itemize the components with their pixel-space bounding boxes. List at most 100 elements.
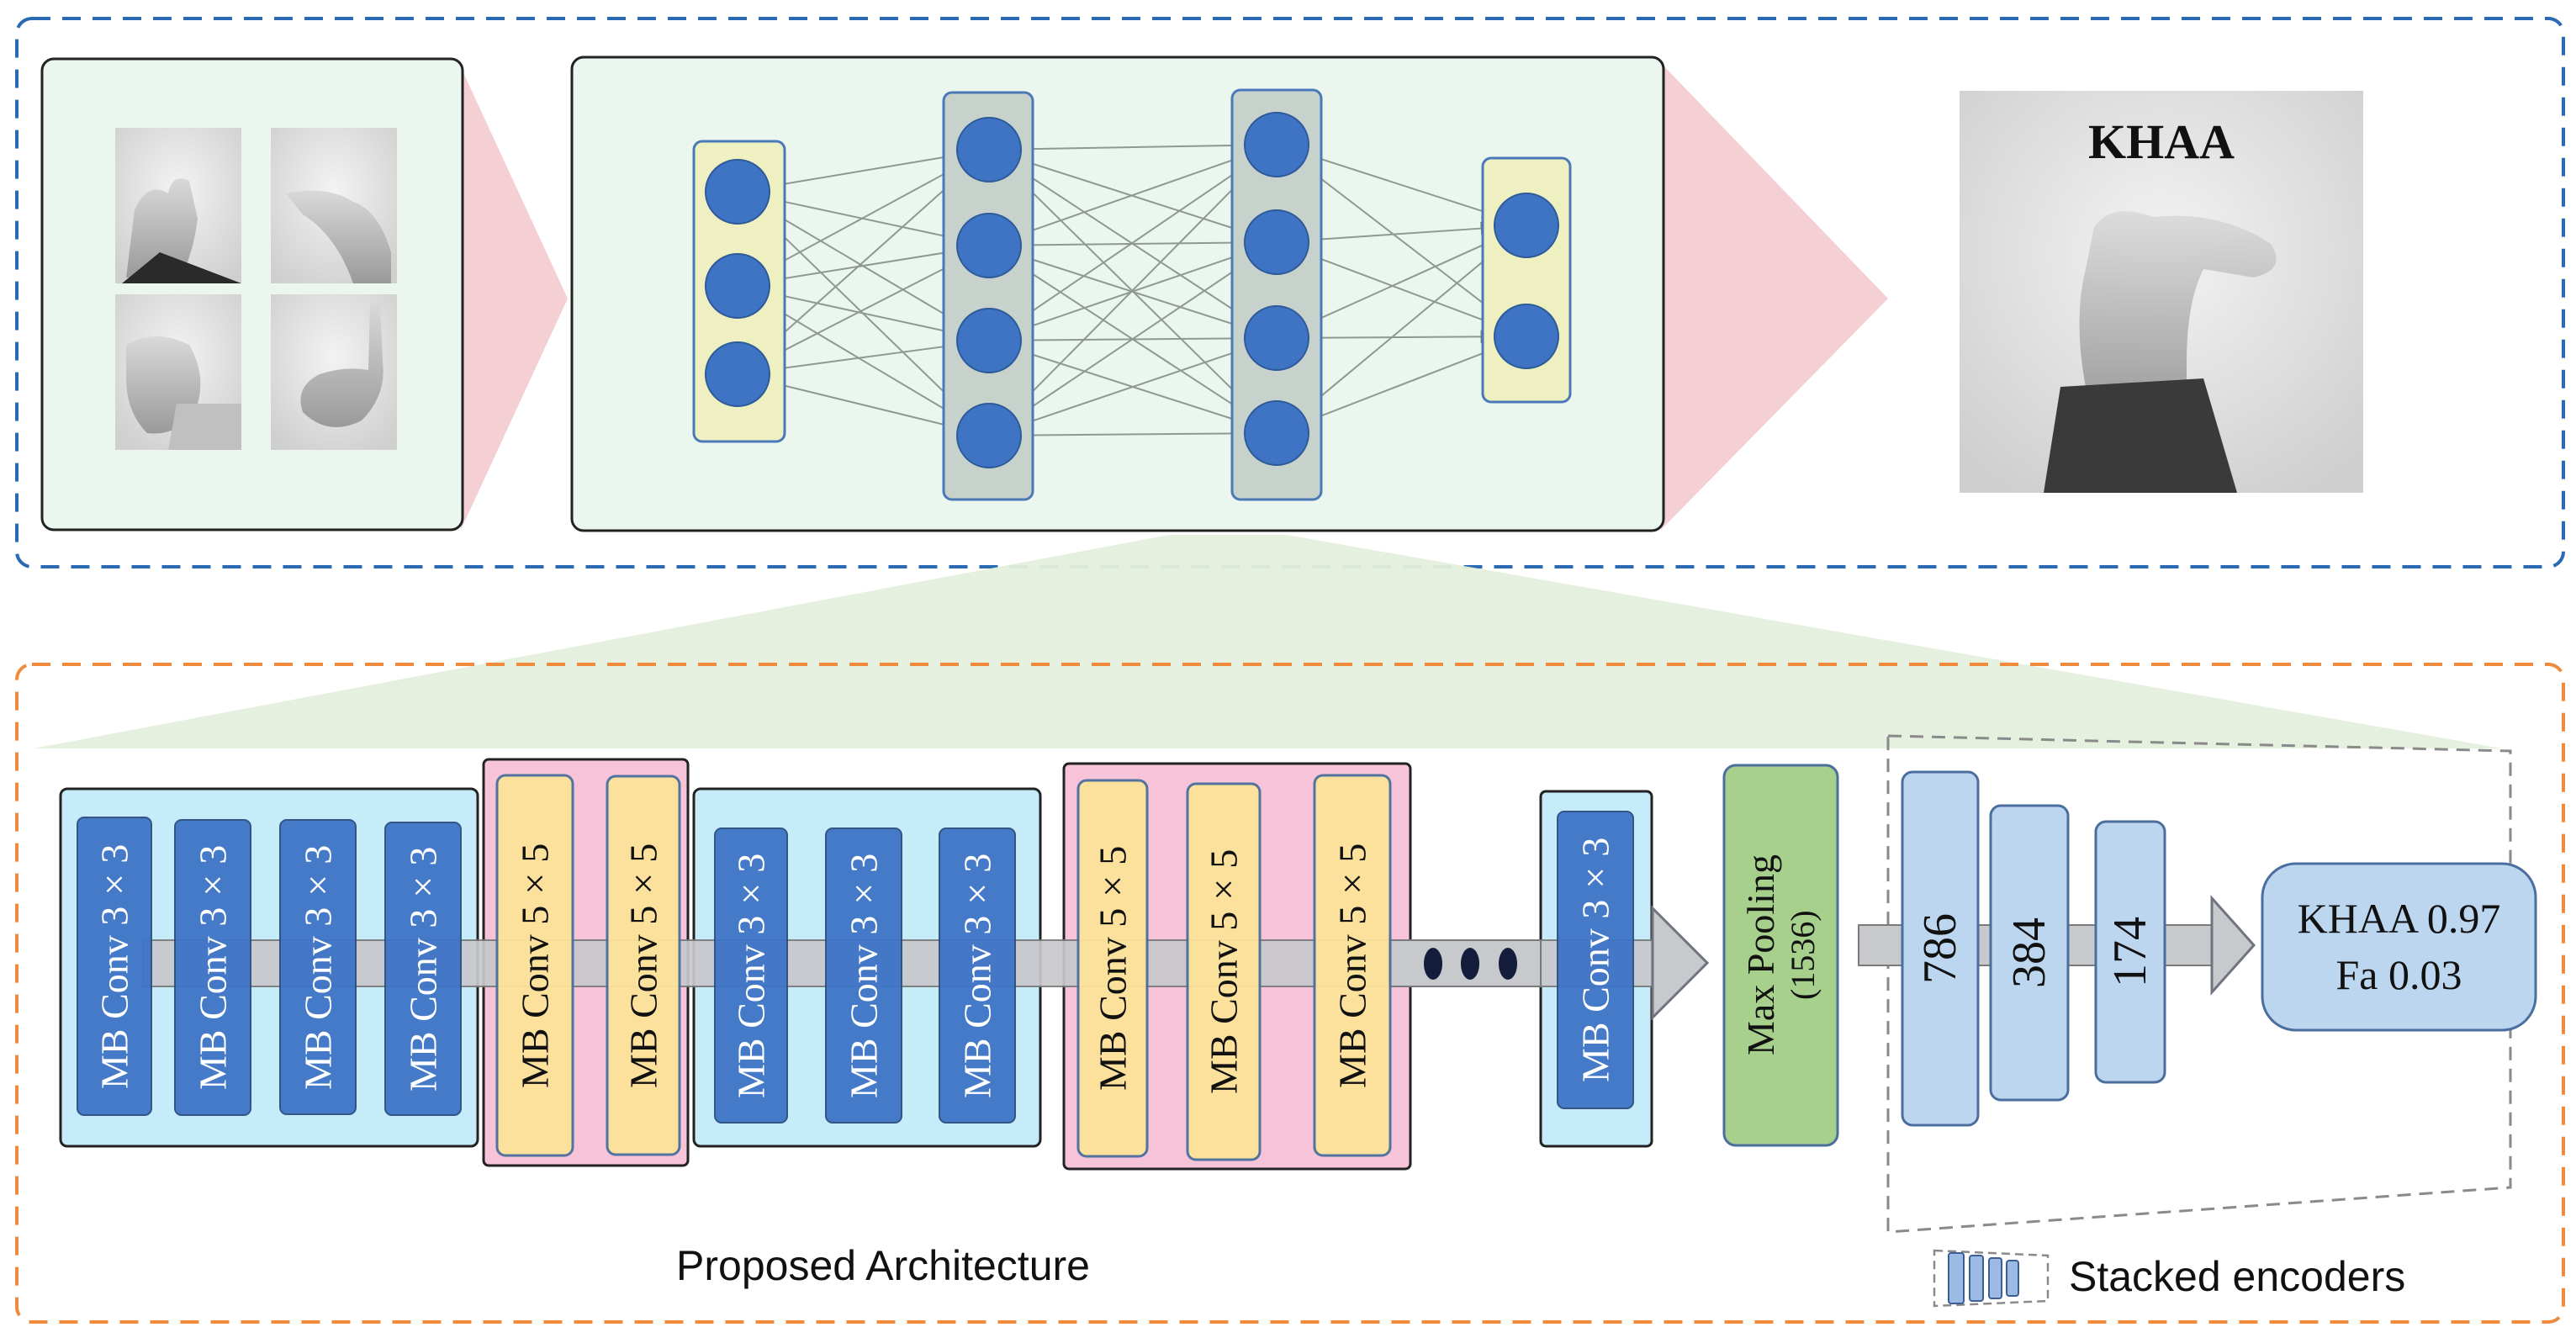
mb-conv-5x5-label: MB Conv 5×5 (622, 843, 665, 1088)
stacked-encoders-label: Stacked encoders (2069, 1253, 2406, 1300)
nn-node (1494, 304, 1559, 369)
nn-edge (1011, 167, 1255, 414)
nn-node (956, 117, 1022, 182)
sign-image-1 (115, 128, 241, 283)
sign-image-3 (115, 294, 241, 450)
encoder-value: 384 (2003, 917, 2055, 988)
ellipsis-dot (1499, 948, 1517, 980)
nn-node (705, 341, 770, 407)
nn-hidden-layer-1 (942, 91, 1034, 501)
max-pooling-label: Max Pooling (1536) (1724, 765, 1838, 1145)
encoder-arrow-head (2210, 895, 2256, 996)
mb-conv-3x3-block (279, 819, 357, 1115)
mb-conv-5x5-label: MB Conv 5×5 (1330, 843, 1374, 1088)
mb-conv-3x3-block (77, 817, 152, 1116)
encoder-value: 786 (1914, 913, 1966, 984)
nn-node (1244, 400, 1309, 466)
mb-conv-3x3-label: MB Conv 3×3 (842, 853, 886, 1098)
pipeline-arrowhead (1651, 905, 1710, 1021)
encoder-786 (1901, 770, 1980, 1127)
sign-image-2 (271, 128, 397, 283)
nn-nodes (705, 112, 1559, 468)
mb-conv-3x3-block (174, 819, 251, 1116)
nn-node (1244, 209, 1309, 275)
prediction-line-1: KHAA 0.97 (2297, 894, 2501, 942)
mb-conv-5x5-block (1313, 774, 1392, 1157)
nn-node (1494, 193, 1559, 258)
nn-edges (759, 138, 1502, 441)
nn-node (956, 308, 1022, 373)
nn-edge (769, 246, 958, 282)
input-images-panel (40, 57, 464, 531)
mb-conv-5x5-block (1076, 779, 1149, 1158)
output-word: KHAA (2088, 114, 2235, 169)
max-pooling-size: (1536) (1783, 910, 1822, 1001)
nn-edge (1306, 346, 1497, 423)
nn-node (1244, 112, 1309, 177)
nn-edge (1306, 252, 1497, 327)
encoder-174 (2094, 820, 2166, 1084)
mb-conv-3x3-block (1557, 811, 1634, 1109)
encoder-value: 174 (2104, 917, 2156, 987)
expansion-highlight (34, 535, 2502, 748)
nn-edge (768, 292, 958, 338)
encoder-funnel (1886, 734, 2512, 1234)
nn-edge (1018, 153, 1246, 236)
stacked-encoders-legend-icon (1933, 1249, 2050, 1308)
mb-conv-3x3-label: MB Conv 3×3 (191, 844, 235, 1091)
mb-conv-3x3-block (939, 827, 1016, 1124)
nn-edge (1014, 162, 1251, 324)
nn-edge (1308, 330, 1494, 344)
nn-edge (765, 260, 960, 361)
mb-conv-5x5-block (1186, 782, 1262, 1161)
nn-edge (1014, 260, 1251, 419)
nn-edge (1308, 221, 1494, 241)
nn-edge (769, 151, 958, 188)
prediction-box (2261, 862, 2537, 1032)
nn-edge (1018, 346, 1246, 426)
proposed-architecture-label: Proposed Architecture (676, 1242, 1090, 1289)
mb-conv-3x3-block (825, 827, 902, 1124)
nn-edge (768, 381, 958, 431)
connector-1 (461, 67, 568, 530)
nn-edge (764, 165, 961, 272)
mb-conv-3x3-label: MB Conv 3×3 (729, 853, 773, 1098)
encoder-384 (1989, 804, 2070, 1102)
prediction-text: KHAA 0.97 Fa 0.03 (2262, 864, 2536, 1030)
output-image (1960, 91, 2363, 493)
nn-edge (1301, 163, 1501, 317)
nn-edge (760, 171, 965, 354)
mb-conv-5x5-label: MB Conv 5×5 (1202, 849, 1246, 1095)
mb-conv-3x3-label: MB Conv 3×3 (93, 843, 136, 1089)
nn-edge (1020, 138, 1245, 152)
mb-conv-3x3-label: MB Conv 3×3 (401, 846, 445, 1092)
nn-edge (1300, 246, 1502, 414)
nn-edge (1020, 426, 1245, 441)
mb-conv-3x3-label: MB Conv 3×3 (1574, 837, 1617, 1083)
nn-edge (1305, 238, 1497, 326)
nn-node (956, 213, 1022, 278)
mb-conv-5x5-label: MB Conv 5×5 (513, 843, 557, 1088)
prediction-line-2: Fa 0.03 (2335, 951, 2462, 998)
sign-image-4 (271, 294, 397, 450)
ellipsis-dot (1424, 948, 1442, 980)
nn-node (1244, 305, 1309, 371)
mb-conv-5x5-block (606, 775, 681, 1156)
nn-node (705, 253, 770, 319)
ellipsis-dot (1461, 948, 1479, 980)
neural-network-panel (570, 56, 1665, 532)
nn-node (956, 403, 1022, 468)
nn-node (705, 159, 770, 225)
mb-conv-5x5-label: MB Conv 5×5 (1091, 845, 1135, 1092)
mb-conv-3x3-block (714, 827, 788, 1124)
nn-hidden-layer-2 (1230, 88, 1323, 501)
connector-2 (1661, 63, 1888, 530)
max-pooling-block (1722, 764, 1839, 1147)
mb-conv-3x3-label: MB Conv 3×3 (296, 844, 340, 1090)
mb-conv-3x3-label: MB Conv 3×3 (955, 853, 999, 1098)
nn-edge (769, 340, 957, 371)
max-pooling-title: Max Pooling (1739, 854, 1783, 1056)
nn-edge (1306, 153, 1496, 218)
mb-conv-5x5-block (495, 774, 574, 1157)
